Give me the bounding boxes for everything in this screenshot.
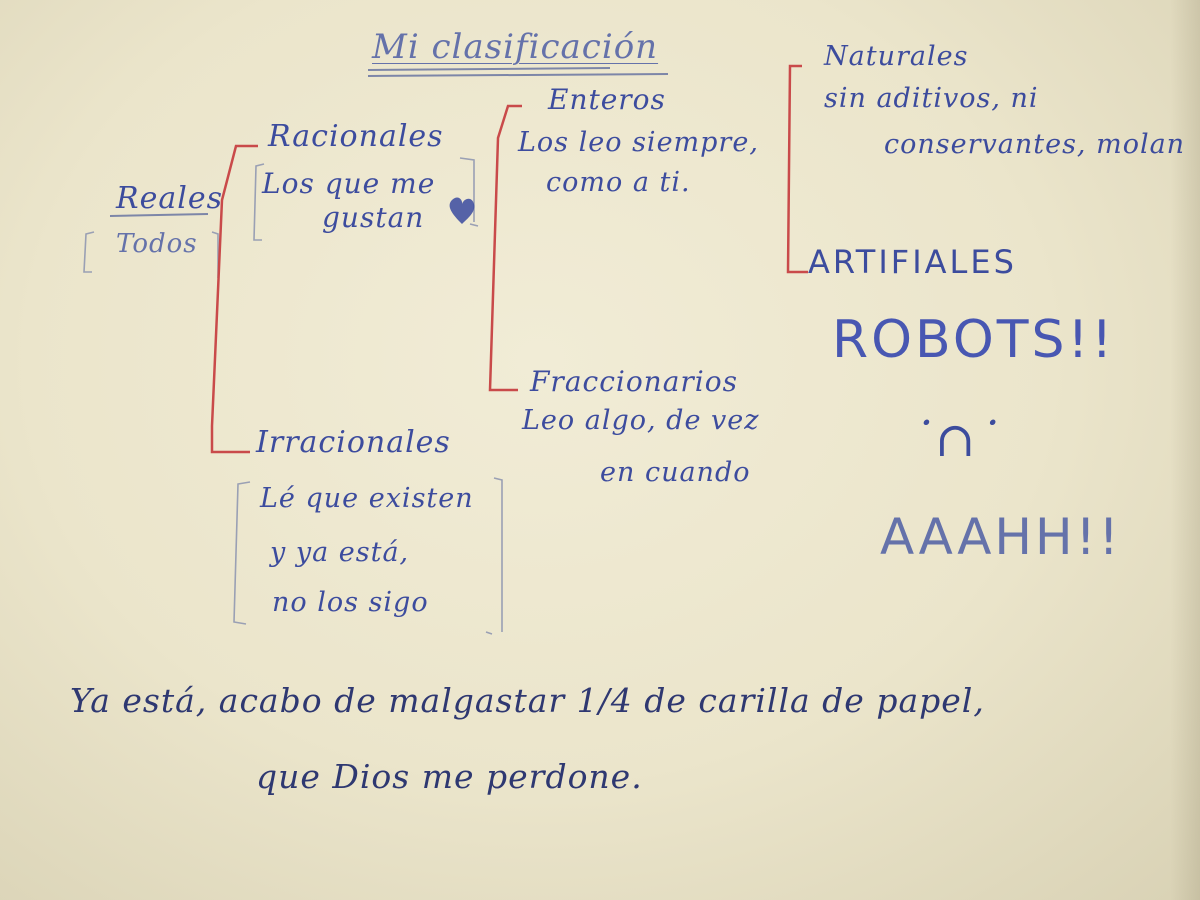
enteros-red-bracket — [488, 104, 522, 392]
reales-note: Todos — [116, 229, 198, 259]
heart-doodle — [449, 197, 475, 224]
irracionales-note-1: Lé que existen — [260, 483, 474, 514]
paper-edge-shadow — [1170, 0, 1200, 900]
irracionales-note-2: y ya está, — [270, 537, 410, 568]
naturales-red-bracket — [786, 64, 808, 274]
racionales-heading: Racionales — [268, 119, 444, 154]
irracionales-note-bracket — [233, 477, 503, 635]
enteros-note-2: como a ti. — [546, 167, 691, 198]
footer-line-1: Ya está, acabo de malgastar 1/4 de caril… — [70, 681, 985, 720]
main-red-bracket — [210, 144, 258, 454]
reales-underline — [109, 213, 209, 217]
fraccionarios-note-1: Leo algo, de vez — [522, 405, 760, 436]
racionales-note-bracket — [253, 157, 479, 241]
irracionales-heading: Irracionales — [256, 425, 451, 460]
sad-face-doodle: ˙∩˙ — [910, 412, 1002, 468]
irracionales-note-3: no los sigo — [272, 587, 429, 618]
artificiales-heading: ARTIFIALES — [808, 243, 1017, 281]
fraccionarios-heading: Fraccionarios — [530, 365, 738, 398]
fraccionarios-note-2: en cuando — [600, 457, 751, 488]
footer-line-2: que Dios me perdone. — [256, 757, 643, 796]
page-title: Mi clasificación — [372, 27, 659, 67]
reales-heading: Reales — [116, 181, 223, 216]
scream-text: AAAHH!! — [880, 508, 1122, 566]
naturales-heading: Naturales — [824, 41, 969, 72]
racionales-note-2: gustan — [322, 201, 425, 234]
enteros-note-1: Los leo siempre, — [518, 127, 759, 158]
naturales-note-1: sin aditivos, ni — [824, 83, 1039, 114]
robots-exclamation: ROBOTS!! — [832, 310, 1116, 370]
racionales-note-1: Los que me — [262, 167, 436, 200]
title-underline — [367, 67, 669, 77]
naturales-note-2: conservantes, molan — [884, 129, 1186, 160]
enteros-heading: Enteros — [548, 83, 666, 116]
